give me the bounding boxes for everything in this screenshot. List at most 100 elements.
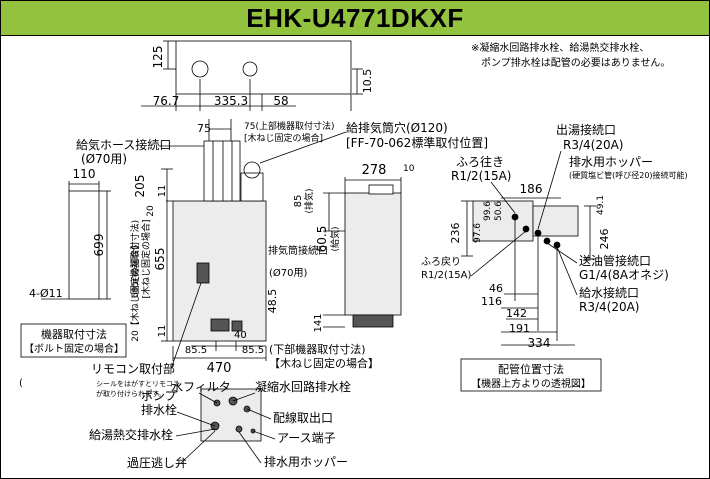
- flue-port: [243, 161, 261, 179]
- dim-695-note: [木ねじ固定の場合]: [140, 219, 152, 298]
- drain-hopper-label: 排水用ホッパー: [264, 455, 348, 469]
- outlet-size: R3/4(20A): [563, 138, 624, 152]
- dim-48-5: 48.5: [266, 289, 279, 314]
- remote-note-line2: が取り付けられます。: [96, 389, 165, 398]
- model-title: EHK-U4771DKXF: [246, 2, 464, 33]
- side-view: 278 10 85 (排気) 60.5 (給気) 141: [293, 163, 415, 333]
- dim-125: 125: [151, 46, 165, 69]
- note-line1: ※凝縮水回路排水栓、給湯熱交排水栓、: [471, 41, 649, 54]
- screw-fix-note: [木ねじ固定の場合]: [244, 132, 323, 144]
- top-view-outline: [175, 40, 352, 95]
- pipe-plan: 出湯接続口 R3/4(20A) ふろ往き R1/2(15A) 排水用ホッパー (…: [421, 122, 688, 392]
- dim-335-3: 335.3: [214, 94, 248, 108]
- dim-10: 10: [403, 164, 415, 174]
- wiring-outlet-label: 配線取出口: [273, 410, 333, 425]
- dim-76-7: 76.7: [153, 94, 180, 108]
- bath-out-size: R1/2(15A): [451, 169, 512, 183]
- top-view: 125 10.5 76.7 335.3 58: [141, 40, 374, 111]
- dim-334: 334: [528, 336, 551, 350]
- dim-278: 278: [362, 163, 387, 178]
- dim-655: 655: [153, 248, 167, 271]
- earth-terminal-label: アース端子: [277, 431, 336, 445]
- dim-695-label: 695(機器取付寸法): [129, 220, 141, 298]
- bath-return-size: R1/2(15A): [421, 270, 472, 281]
- bracket-caption: 機器取付寸法: [41, 327, 107, 341]
- dim-60-5-sub: (給気): [329, 226, 341, 251]
- dim-20: 20: [146, 205, 156, 217]
- side-unit-body: [344, 192, 402, 316]
- remote-note-bracket-l: (: [19, 378, 23, 389]
- dim-470: 470: [207, 361, 232, 376]
- bracket-caption-sub: 【ボルト固定の場合】: [24, 342, 124, 355]
- heat-exchanger-drain-label: 給湯熱交排水栓: [89, 427, 173, 442]
- dim-205: 205: [133, 175, 147, 198]
- dim-142: 142: [506, 307, 527, 320]
- bath-return-label: ふろ戻り: [421, 255, 461, 268]
- front-pipes: [210, 318, 230, 332]
- front-duct: [203, 140, 241, 202]
- lower-mount-label: (下部機器取付寸法): [269, 342, 366, 356]
- dim-236: 236: [449, 223, 462, 244]
- side-pipes: [352, 314, 394, 328]
- exhaust-label: 排気筒接続口: [268, 244, 328, 257]
- dim-75: 75: [197, 122, 211, 135]
- dim-699: 699: [92, 234, 106, 257]
- dim-246: 246: [598, 229, 611, 250]
- relief-valve-label: 過圧逃し弁: [127, 455, 187, 470]
- dim-85: 85: [293, 195, 304, 208]
- top-view-hole-right: [242, 61, 258, 77]
- dim-60-5: 60.5: [315, 226, 329, 253]
- upper-mount-label: 75(上部機器取付寸法): [244, 120, 334, 132]
- dim-11-top: 11: [157, 185, 168, 198]
- plan-unit-body: [472, 200, 534, 242]
- side-top-duct: [368, 184, 394, 195]
- remote-mount-slot: [196, 262, 210, 284]
- bottom-section: リモコン取付部 ( シールをはがすとリモコン が取り付けられます。 水フィルタ …: [19, 282, 351, 470]
- exhaust-size: (Ø70用): [269, 267, 307, 279]
- hopper-sub: (硬質塩ビ管(呼び径20)接続可能): [569, 170, 688, 180]
- supply-label: 給水接続口: [579, 285, 639, 300]
- lower-mount-note: 【木ねじ固定の場合】: [269, 356, 379, 370]
- bottom-unit-body: [200, 388, 262, 442]
- dim-40: 40: [234, 330, 247, 341]
- dim-11-bottom: 11: [157, 325, 168, 338]
- pipe-plan-caption-box: [460, 358, 602, 392]
- dim-191: 191: [509, 322, 530, 335]
- bracket-outline: [68, 190, 100, 300]
- remote-label: リモコン取付部: [91, 361, 175, 376]
- pump-drain-label: 排水栓: [141, 402, 177, 417]
- oil-pipe-label: 送油管接続口: [579, 253, 651, 268]
- bath-out-label: ふろ往き: [456, 154, 504, 169]
- bracket-caption-box: [20, 323, 127, 358]
- pipe-plan-caption: 配管位置寸法: [498, 362, 564, 376]
- flue-std-position: [FF-70-062標準取付位置]: [346, 135, 488, 150]
- dim-110: 110: [73, 167, 96, 181]
- dim-49-1: 49.1: [596, 195, 606, 215]
- dim-85-5-right: 85.5: [242, 345, 264, 356]
- dim-50-6: 50.6: [494, 201, 504, 221]
- flue-label: 給排気筒穴(Ø120): [346, 120, 448, 135]
- dim-85-sub: (排気): [303, 188, 315, 213]
- pump-label: ポンプ: [141, 389, 177, 403]
- outlet-label: 出湯接続口: [556, 122, 616, 137]
- air-hose-size: (Ø70用): [81, 152, 127, 166]
- dim-186: 186: [520, 182, 543, 196]
- condensate-drain-label: 凝縮水回路排水栓: [255, 379, 351, 394]
- supply-size: R3/4(20A): [579, 300, 640, 314]
- dim-141: 141: [313, 313, 324, 332]
- air-hose-label: 給気ホース接続口: [76, 137, 171, 152]
- oil-pipe-size: G1/4(8Aオネジ): [579, 268, 669, 282]
- dim-116: 116: [481, 295, 502, 308]
- bracket-hole: 4-Ø11: [29, 287, 63, 300]
- note-line2: ポンプ排水栓は配管の必要はありません。: [481, 56, 670, 69]
- dim-46: 46: [489, 282, 503, 295]
- title-bar: EHK-U4771DKXF: [1, 1, 709, 36]
- hopper-label: 排水用ホッパー: [569, 155, 653, 169]
- dimension-drawing: 125 10.5 76.7 335.3 58 ※凝縮水回路排水栓、給湯熱交排水栓…: [19, 40, 688, 470]
- dim-97-6: 97.6: [473, 223, 483, 243]
- dim-85-5-left: 85.5: [185, 345, 207, 356]
- dim-58: 58: [273, 94, 288, 108]
- pipe-plan-caption-sub: 【機器上方よりの透視図】: [471, 377, 591, 390]
- remote-note-line1: シールをはがすとリモコン: [96, 379, 180, 388]
